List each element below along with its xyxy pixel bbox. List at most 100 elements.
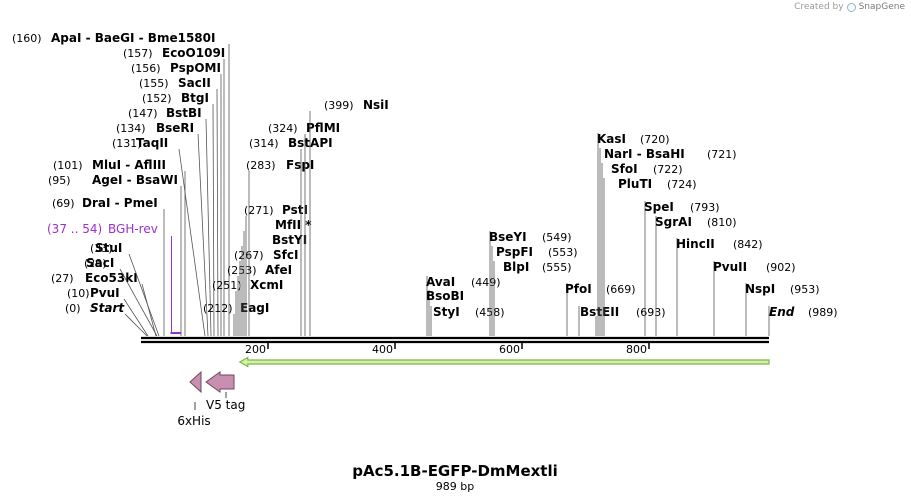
site-pluti[interactable]: PluTI(724) [603, 177, 697, 336]
site-name: ApaI - BaeGI - Bme1580I [51, 31, 215, 45]
site-spei[interactable]: SpeI(793) [644, 200, 720, 336]
site-drai-pmei[interactable]: (69)DraI - PmeI [52, 196, 165, 336]
credit-brand: SnapGene [858, 2, 905, 12]
site-position: (152) [142, 92, 172, 105]
site-position: (721) [707, 148, 737, 161]
primer-name[interactable]: BGH-rev [108, 222, 158, 236]
scale-tick-label: 600 [499, 343, 520, 356]
site-sgrai[interactable]: SgrAI(810) [655, 215, 737, 336]
map-title: pAc5.1B-EGFP-DmMextli [352, 462, 558, 480]
site-hincii[interactable]: HincII(842) [676, 237, 763, 336]
site-pvuii[interactable]: PvuII(902) [713, 260, 796, 336]
6xhis-label: 6xHis [177, 414, 210, 428]
site-position: (29) [84, 257, 107, 270]
site-leader [178, 148, 206, 337]
site-name: BsoBI [426, 289, 464, 303]
orf-arrow[interactable] [238, 356, 770, 368]
site-name: SfcI [273, 248, 298, 262]
site-position: (147) [128, 107, 158, 120]
site-693[interactable]: (693) [595, 306, 666, 336]
site-stui[interactable]: (33)StuI [90, 241, 160, 337]
site-name: MluI - AflIII [92, 158, 166, 172]
site-position: (251) [212, 279, 242, 292]
site-nari-bsahi[interactable]: NarI - BsaHI (721) [599, 147, 737, 336]
site-position: (95) [48, 174, 71, 187]
site-nspi[interactable]: NspI(953) [745, 282, 820, 336]
site-mfii[interactable]: MfII * [243, 218, 312, 336]
site-taqii[interactable]: (131)TaqII [112, 136, 206, 337]
site-kasi[interactable]: KasI(720) [597, 132, 670, 336]
site-name: Start [90, 301, 125, 315]
scale-tick-label: 200 [245, 343, 266, 356]
site-bstyi[interactable]: BstYI [241, 233, 307, 336]
site-sfoi[interactable]: SfoI(722) [601, 162, 683, 336]
site-leader [124, 313, 148, 337]
site-position: (693) [636, 306, 666, 319]
site-eco53ki[interactable]: (27)Eco53kI [51, 271, 157, 337]
site-ecoo109i[interactable]: (157)EcoO109I [123, 46, 225, 336]
site-position: (27) [51, 272, 74, 285]
site-bsteii[interactable]: BstEII [578, 305, 619, 336]
site-name: StyI [433, 305, 460, 319]
site-position: (160) [12, 32, 42, 45]
6xhis-arrow-icon [189, 370, 202, 394]
site-position: (0) [65, 302, 81, 315]
site-name: SacI [86, 256, 114, 270]
site-position: (157) [123, 47, 153, 60]
site-afei[interactable]: (253)AfeI [227, 263, 292, 336]
primer-layer: (37 .. 54)BGH-rev [47, 222, 182, 334]
site-name: BlpI [503, 260, 529, 274]
site-bstbi[interactable]: (147) BstBI [128, 106, 212, 337]
site-fspi[interactable]: (283)FspI [246, 158, 314, 336]
site-styi[interactable]: StyI(458) [430, 305, 505, 336]
feature-v5-tag[interactable]: V5 tag [205, 371, 245, 412]
site-position: (155) [139, 77, 169, 90]
site-leader [197, 133, 209, 337]
site-name: BstEII [580, 305, 619, 319]
site-saci[interactable]: (29)SacI [84, 256, 158, 337]
scale-tick-label: 800 [626, 343, 647, 356]
backbone [141, 336, 769, 344]
site-btgi[interactable]: (152)BtgI [142, 91, 215, 337]
site-name: NarI - BsaHI [604, 147, 685, 161]
site-pflmi[interactable]: (324)PflMI [268, 121, 340, 336]
site-name: SfoI [611, 162, 638, 176]
site-nsii[interactable]: (399)NsiI [309, 98, 389, 336]
site-xcmi[interactable]: (251)XcmI [212, 278, 283, 336]
site-name: MfII * [275, 218, 312, 232]
site-pfoi[interactable]: PfoI(669) [565, 282, 636, 336]
snapgene-logo-icon [846, 2, 856, 12]
site-name: BstBI [166, 106, 202, 120]
site-leader [205, 118, 212, 337]
site-avai[interactable]: AvaI(449) [426, 275, 501, 336]
site-agei-bsawi[interactable]: (95) AgeI - BsaWI [48, 173, 182, 336]
site-pvui[interactable]: (10)PvuI [67, 286, 149, 337]
site-apai-baegi-bme1580i[interactable]: (160) ApaI - BaeGI - Bme1580I [12, 31, 230, 336]
site-name: SgrAI [655, 215, 692, 229]
site-sacii[interactable]: (155)SacII [139, 76, 219, 337]
site-pspfi[interactable]: PspFI(553) [491, 245, 578, 336]
site-position: (399) [324, 99, 354, 112]
site-blpi[interactable]: BlpI(555) [493, 260, 572, 336]
site-position: (953) [790, 283, 820, 296]
site-name: AgeI - BsaWI [92, 173, 178, 187]
site-pspomi[interactable]: (156)PspOMI [131, 61, 222, 336]
site-name: DraI - PmeI [82, 196, 158, 210]
site-end[interactable]: End(989) [768, 305, 838, 336]
site-start[interactable]: (0) Start [65, 301, 148, 337]
site-bsobi[interactable]: BsoBI [426, 289, 464, 336]
site-bseri[interactable]: (134)BseRI [116, 121, 209, 337]
site-eagi[interactable]: (212)EagI [203, 301, 269, 336]
site-leader [123, 298, 149, 337]
site-name: EagI [240, 301, 269, 315]
site-position: (902) [766, 261, 796, 274]
site-position: (724) [667, 178, 697, 191]
site-name: PspFI [496, 245, 533, 259]
site-mlui-afliii[interactable]: (101)MluI - AflIII [53, 158, 186, 336]
feature-6xhis[interactable]: 6xHis [177, 370, 211, 428]
site-position: (271) [244, 204, 274, 217]
site-psti[interactable]: (271)PstI [244, 203, 308, 336]
site-position: (669) [606, 283, 636, 296]
site-bseyi[interactable]: BseYI(549) [489, 230, 572, 336]
